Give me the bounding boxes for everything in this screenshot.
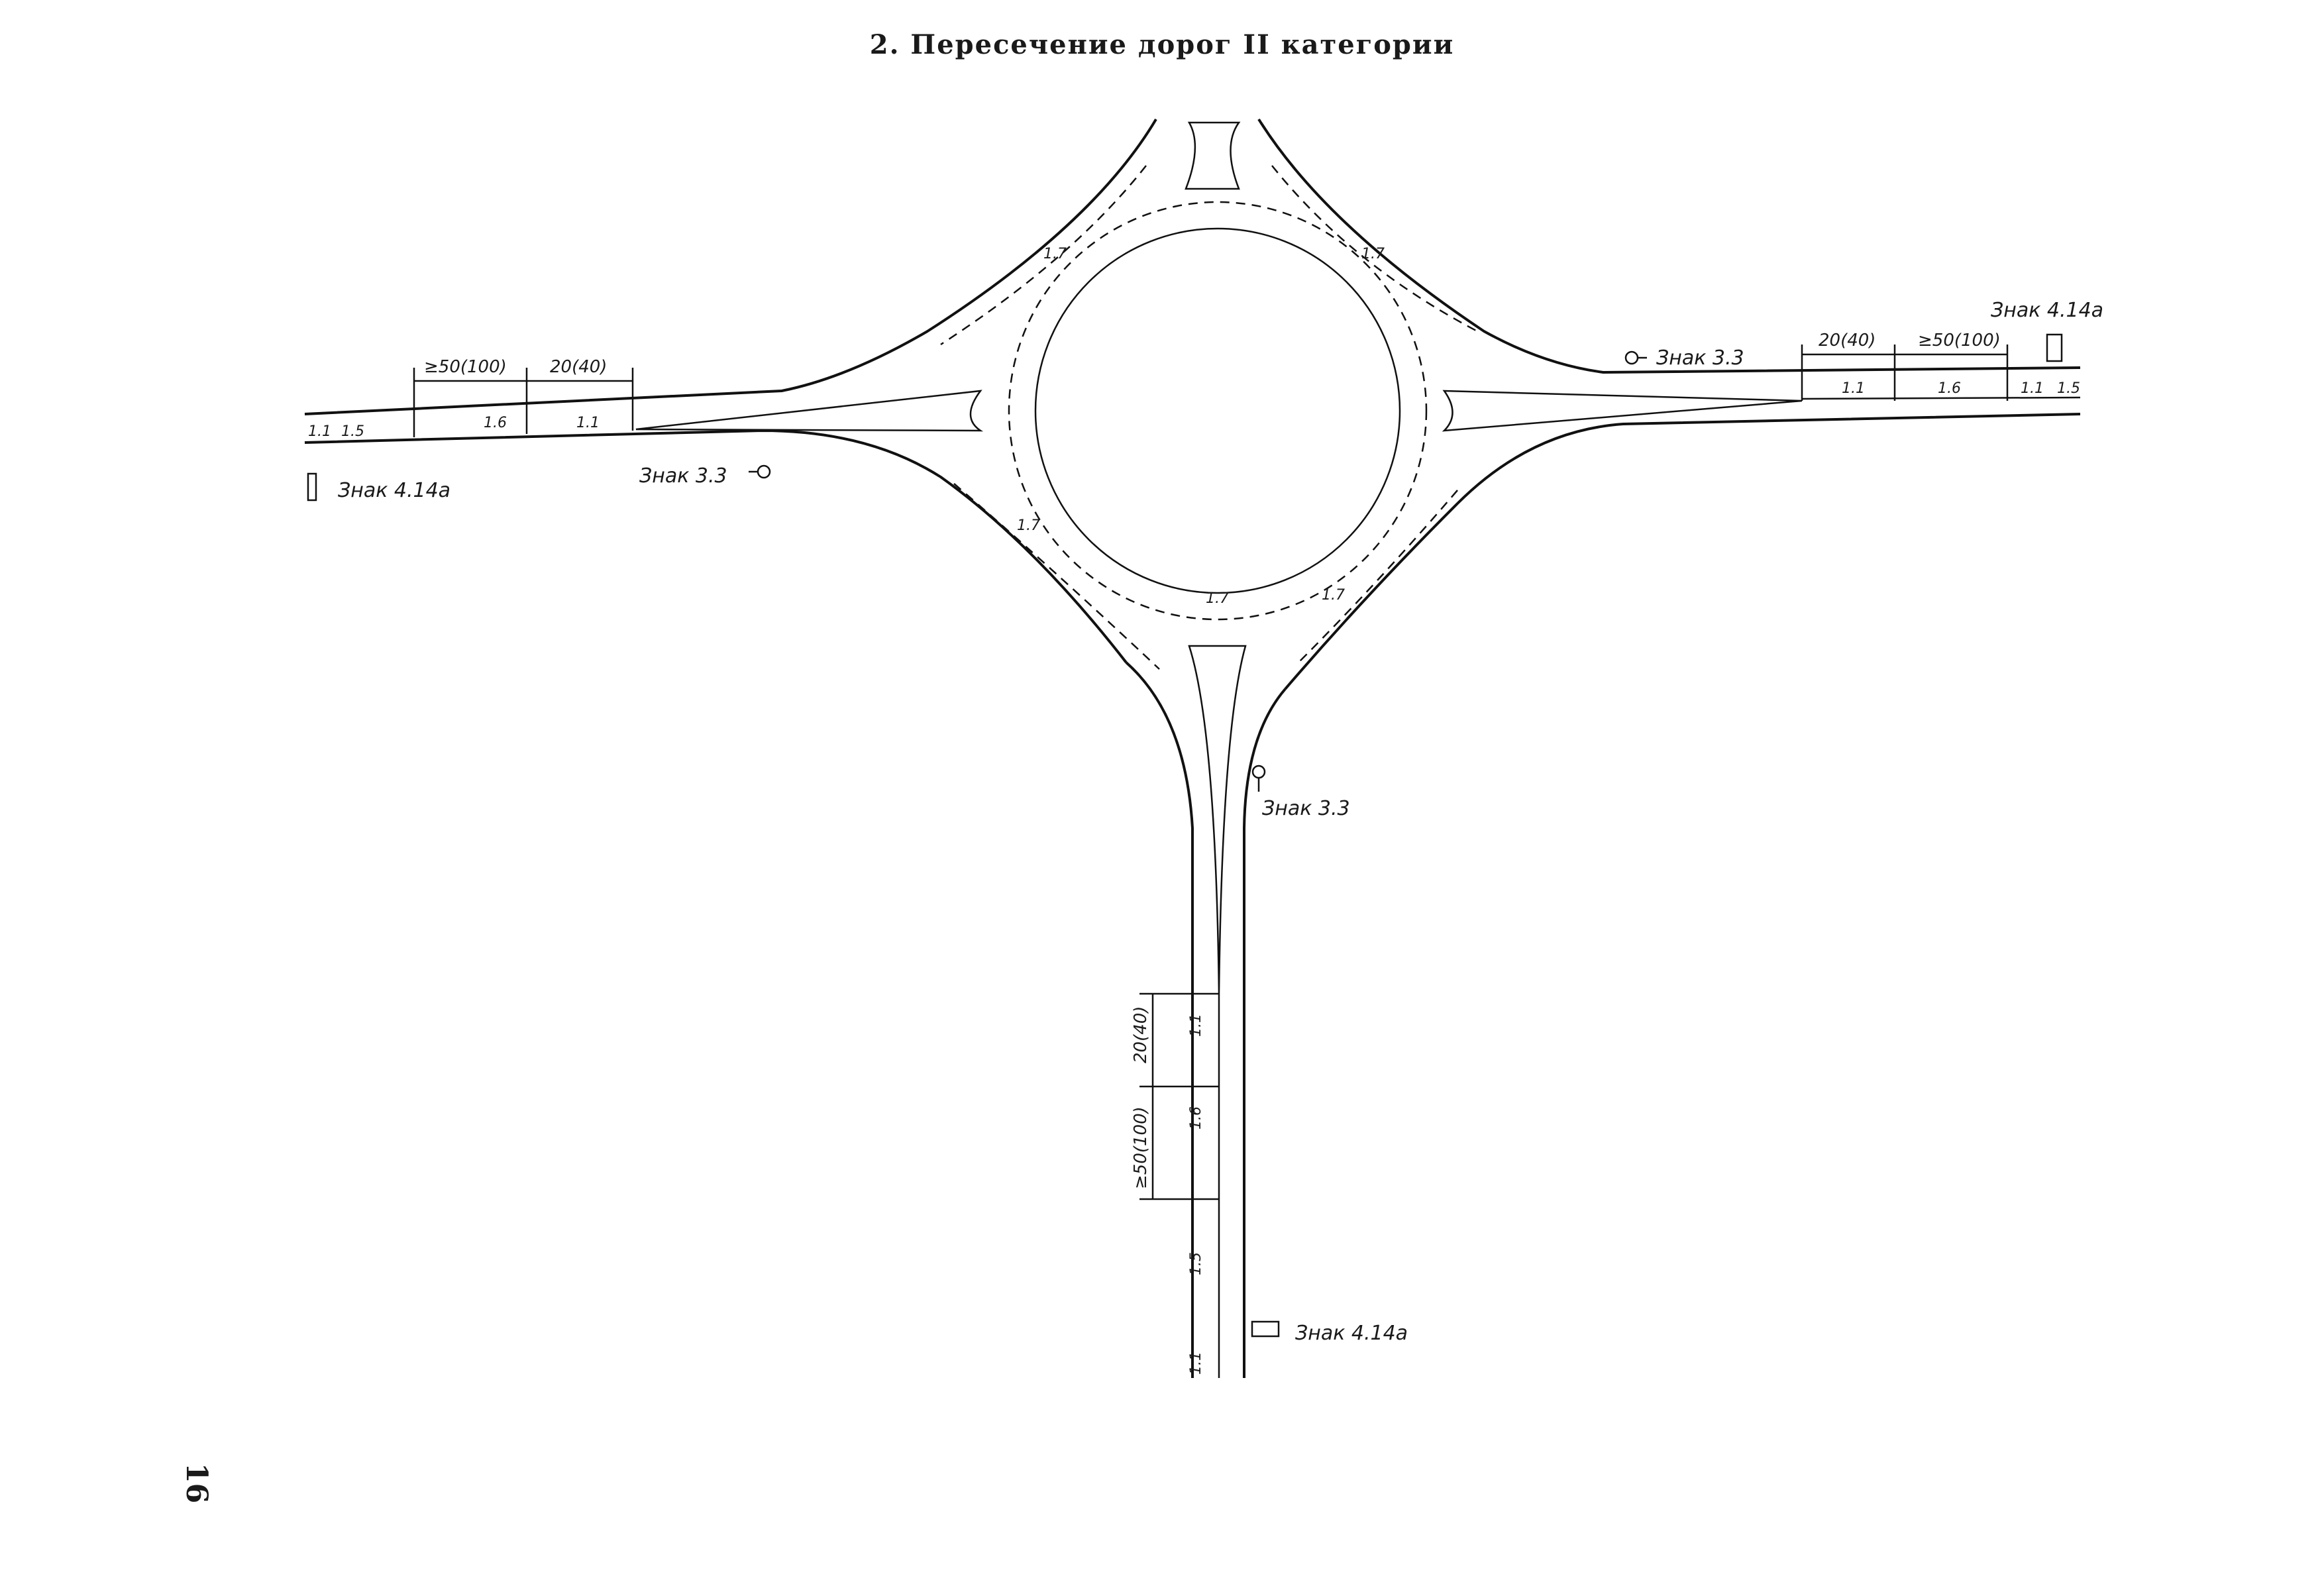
label-dim-west-taper: ≥50(100) (424, 357, 507, 377)
label-sign-east-end: Знак 4.14а (1991, 299, 2103, 322)
end-sign-icon-south (1251, 1320, 1280, 1338)
label-marking-west-11b: 1.1 (576, 415, 600, 431)
north-splitter-island (1185, 121, 1241, 190)
label-marking-south-15: 1.5 (1188, 1252, 1204, 1275)
label-marking-ne-17: 1.7 (1361, 246, 1385, 262)
page-number: 16 (180, 1463, 213, 1504)
label-marking-west-15: 1.5 (341, 423, 364, 440)
label-marking-sw-17: 1.7 (1017, 517, 1040, 534)
end-sign-icon-east (2046, 333, 2063, 362)
yield-sign-icon-south (1251, 765, 1266, 779)
label-marking-west-11: 1.1 (308, 423, 331, 440)
yield-sign-icon-east (1624, 350, 1639, 365)
central-island (1034, 227, 1401, 594)
label-marking-south-11b: 1.1 (1188, 1352, 1204, 1375)
ring-lane-marking (1008, 201, 1428, 621)
label-marking-east-15: 1.5 (2057, 380, 2080, 397)
label-marking-south-11: 1.1 (1188, 1014, 1204, 1037)
east-dimensions (1801, 344, 2009, 401)
label-sign-east-yield: Знак 3.3 (1656, 346, 1744, 370)
west-arm (304, 390, 1160, 670)
page-title: 2. Пересечение дорог II категории (869, 29, 1455, 60)
label-marking-se-17: 1.7 (1322, 587, 1345, 604)
yield-sign-icon-west (757, 464, 771, 479)
label-marking-east-11b: 1.1 (2021, 380, 2044, 397)
south-dimensions (1139, 992, 1219, 1200)
label-marking-ring-17: 1.7 (1206, 590, 1229, 607)
label-sign-west-yield: Знак 3.3 (639, 464, 727, 488)
label-sign-south-end: Знак 4.14а (1295, 1322, 1408, 1345)
label-dim-south-taper: ≥50(100) (1131, 1106, 1151, 1189)
west-dimensions (413, 368, 634, 437)
label-dim-south-lane: 20(40) (1131, 1006, 1151, 1063)
label-dim-east-lane: 20(40) (1819, 331, 1875, 350)
label-sign-south-yield: Знак 3.3 (1262, 797, 1350, 820)
east-arm (1284, 390, 2081, 690)
label-marking-east-16: 1.6 (1938, 380, 1961, 397)
label-sign-west-end: Знак 4.14а (338, 479, 450, 502)
south-splitter-island (1188, 645, 1247, 994)
label-marking-west-16: 1.6 (484, 415, 507, 431)
label-marking-east-11: 1.1 (1842, 380, 1865, 397)
label-dim-west-lane: 20(40) (550, 357, 607, 377)
sign-symbols (307, 333, 2063, 1338)
north-arm (304, 118, 2081, 415)
end-sign-icon-west (307, 472, 317, 502)
east-splitter-island (1442, 390, 1803, 432)
label-dim-east-taper: ≥50(100) (1918, 331, 2001, 350)
west-splitter-island (635, 390, 984, 432)
label-marking-south-16: 1.6 (1188, 1106, 1204, 1130)
label-marking-nw-17: 1.7 (1043, 246, 1067, 262)
